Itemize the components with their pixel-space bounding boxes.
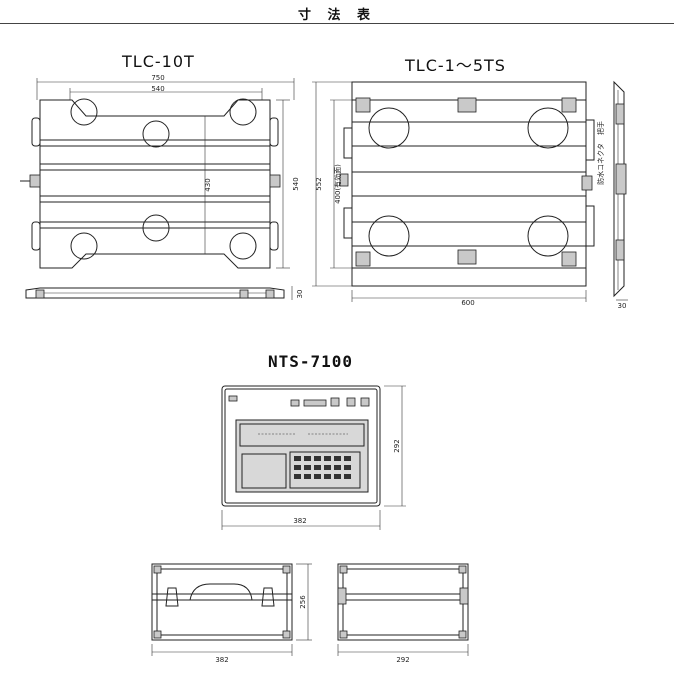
tlc10t-plan-view [20,78,295,300]
nts7100-case-dim-width: 382 [215,656,228,664]
nts7100-dim-width: 382 [293,517,306,525]
tlc10t-dim-overall-width: 750 [151,74,164,82]
tlc15ts-dim-inner-height: 400(有効面) [333,164,342,204]
nts7100-dim-height: 292 [393,439,401,452]
nts7100-front-view [221,385,406,530]
title-divider [0,23,674,24]
tlc15ts-handle-label: 把手 [596,121,605,135]
nts7100-case-side-view [337,563,469,656]
nts7100-case-front-view [151,563,312,656]
tlc15ts-connector-label: 防水コネクタ [596,143,605,185]
tlc15ts-dim-width: 600 [461,299,474,307]
tlc10t-title: TLC-10T [122,52,195,71]
tlc10t-dim-overall-height: 540 [292,177,300,190]
tlc10t-dim-inner-height: 430 [204,178,212,191]
page-title: 寸 法 表 [297,8,377,23]
tlc15ts-plan-view [312,80,628,302]
tlc15ts-dim-overall-height: 552 [315,177,323,190]
tlc15ts-dim-thickness: 30 [618,302,627,310]
nts7100-title: NTS-7100 [268,352,354,371]
tlc10t-dim-inner-width: 540 [151,85,164,93]
nts7100-case-dim-height: 256 [299,595,307,609]
tlc10t-dim-thickness: 30 [296,290,304,299]
tlc15ts-title: TLC-1～5TS [405,56,506,75]
nts7100-case-dim-depth: 292 [396,656,409,664]
